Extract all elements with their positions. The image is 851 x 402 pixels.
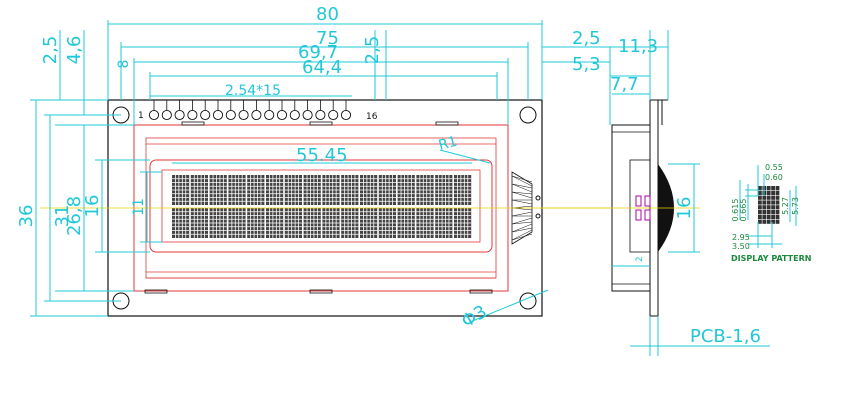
pattern-dim-573: 5.73: [791, 197, 800, 215]
mount-hole-tr: [519, 106, 537, 124]
pin-3: [174, 109, 185, 121]
char-cell: [341, 175, 359, 205]
character-matrix: [172, 175, 472, 238]
dim-radius-r1: R1: [437, 134, 459, 154]
front-view: [40, 99, 610, 317]
side-dim-2: 2: [635, 256, 645, 262]
char-cell: [228, 175, 246, 205]
dim-height-16: 16: [82, 195, 103, 218]
pattern-dim-055: 0.55: [765, 163, 783, 172]
pin-14: [315, 109, 326, 121]
char-cell: [190, 175, 208, 205]
side-dim-16: 16: [674, 197, 695, 220]
side-dim-25: 2,5: [572, 28, 601, 49]
dim-pin-pitch: 2.54*15: [225, 83, 281, 99]
pin-8: [238, 109, 249, 121]
dim-view-5545: 55.45: [296, 145, 348, 166]
pattern-dim-350: 3.50: [732, 242, 750, 251]
side-dim-113: 11,3: [618, 36, 658, 57]
char-cell: [209, 175, 227, 205]
pin-1: [148, 109, 160, 121]
display-pattern-detail: 0.55 0.60 0.615 0.665 5.27 5.73 2.95 3.5…: [731, 163, 811, 263]
char-cell: [454, 175, 472, 205]
dim-height-31: 31: [52, 205, 73, 228]
viewing-area: [149, 159, 493, 253]
side-dim-77: 7,7: [610, 74, 639, 95]
char-cell: [435, 175, 453, 205]
dim-height-268: 26,8: [64, 196, 85, 236]
backlight-led: [511, 171, 541, 245]
pin-2: [161, 109, 172, 121]
connector-pins: [148, 100, 352, 121]
char-cell: [247, 208, 265, 238]
char-cell: [284, 208, 302, 238]
dim-mid-25: 2,5: [362, 36, 383, 65]
pin-16: [340, 109, 352, 121]
pattern-dim-295: 2.95: [732, 233, 750, 242]
char-cell: [284, 175, 302, 205]
char-cell: [322, 175, 340, 205]
char-cell: [360, 208, 378, 238]
dim-hole-phi3: Φ3: [458, 301, 491, 332]
char-cell: [322, 208, 340, 238]
char-cell: [209, 208, 227, 238]
char-cell: [378, 208, 396, 238]
pattern-dim-527: 5.27: [781, 197, 790, 215]
char-cell: [303, 208, 321, 238]
char-cell: [435, 208, 453, 238]
side-view: [540, 99, 700, 317]
char-cell: [190, 208, 208, 238]
dim-height-36: 36: [16, 205, 37, 228]
pin-7: [225, 109, 236, 121]
char-cell: [454, 208, 472, 238]
pin-6: [212, 109, 224, 121]
char-cell: [397, 208, 415, 238]
char-cell: [228, 208, 246, 238]
char-cell: [266, 208, 284, 238]
pattern-dim-060: 0.60: [765, 173, 783, 182]
pin-10: [264, 109, 275, 121]
char-cell: [266, 175, 284, 205]
dim-width-75: 75: [316, 28, 339, 49]
pin-4: [187, 109, 198, 121]
char-cell: [303, 175, 321, 205]
dim-height-11: 11: [131, 198, 147, 216]
front-dimension-labels: 80 75 69,7 64,4 2.54*15 1 16 55.45 R1 36…: [16, 4, 491, 332]
pattern-dim-0665: 0.665: [739, 199, 748, 222]
char-cell: [172, 208, 190, 238]
dim-top-25: 2,5: [40, 36, 61, 65]
char-cell: [172, 175, 190, 205]
pcb-thickness-label: PCB-1,6: [690, 326, 761, 347]
pin-9: [251, 109, 262, 121]
dim-width-644: 64,4: [302, 57, 342, 78]
front-dimensions: [30, 20, 610, 323]
char-cell: [341, 208, 359, 238]
pattern-dim-0615: 0.615: [731, 199, 740, 222]
char-cell: [360, 175, 378, 205]
dim-top-8: 8: [116, 60, 132, 69]
pin-15: [328, 109, 339, 121]
active-area: [161, 169, 481, 243]
dim-width-697: 69,7: [298, 42, 338, 63]
char-cell: [416, 175, 434, 205]
char-cell: [416, 208, 434, 238]
side-dimension-labels: 2,5 11,3 5,3 7,7 16 2 PCB-1,6: [572, 28, 761, 347]
pin-11: [276, 109, 288, 121]
char-cell: [247, 175, 265, 205]
char-cell: [378, 175, 396, 205]
pin-1-label: 1: [138, 111, 144, 121]
pin-12: [289, 109, 300, 121]
side-dim-53: 5,3: [572, 54, 601, 75]
pin-16-label: 16: [366, 112, 378, 122]
pin-13: [302, 109, 313, 121]
pin-5: [200, 109, 211, 121]
char-cell: [397, 175, 415, 205]
dim-top-46: 4,6: [64, 36, 85, 65]
dim-width-80: 80: [316, 4, 339, 25]
side-dimensions: [609, 30, 770, 356]
display-pattern-label: DISPLAY PATTERN: [731, 254, 811, 263]
